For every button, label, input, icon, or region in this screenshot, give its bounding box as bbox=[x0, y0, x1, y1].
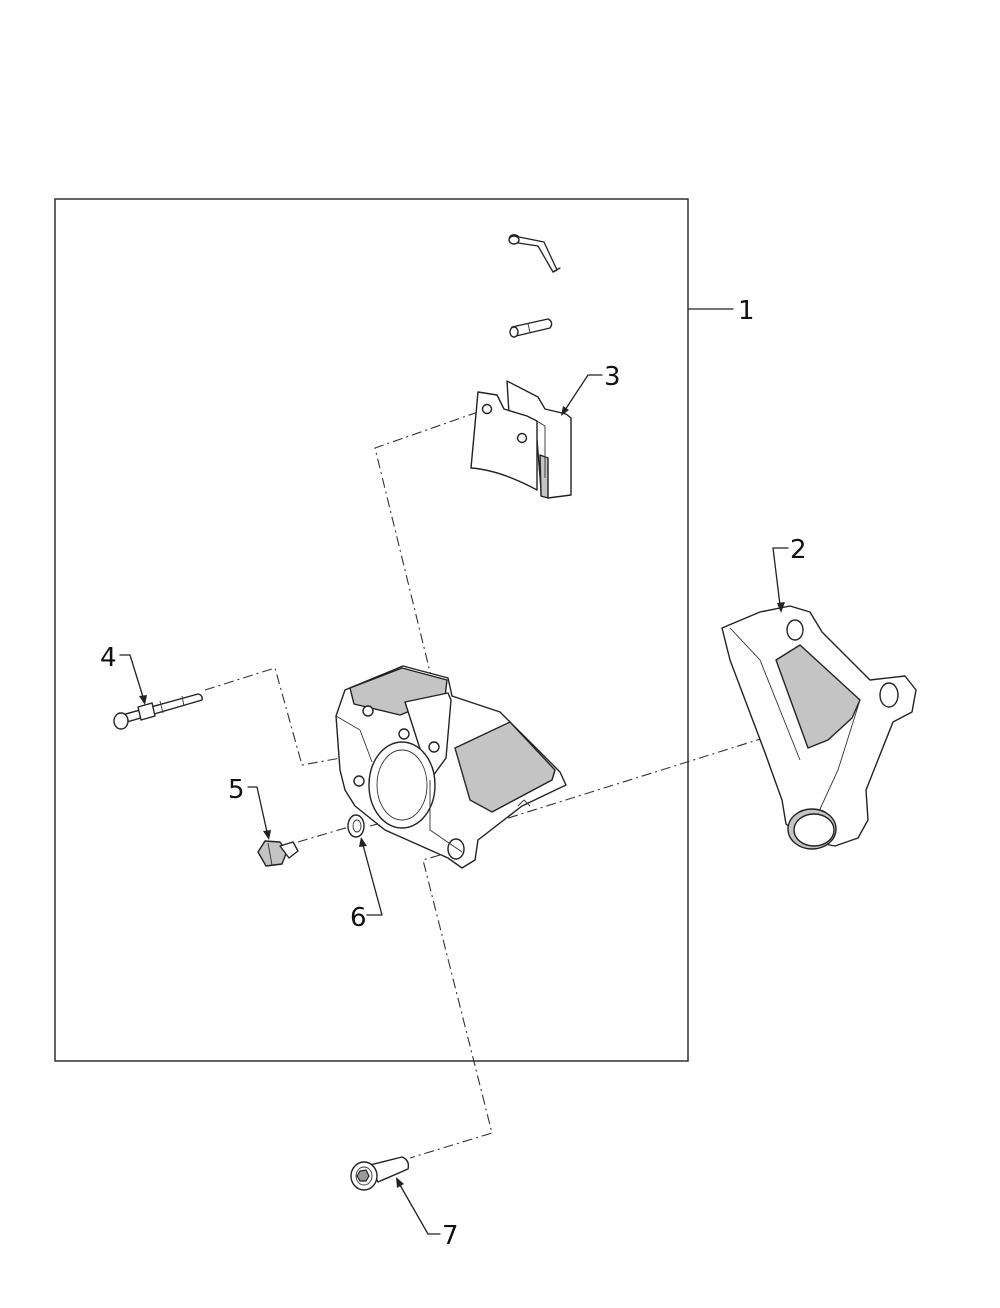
callout-2: 2 bbox=[790, 535, 807, 565]
callout-3: 3 bbox=[604, 362, 621, 392]
mounting-bolt bbox=[350, 1156, 410, 1191]
brake-pads bbox=[470, 380, 572, 499]
assembly-frame bbox=[54, 198, 689, 1062]
callout-7: 7 bbox=[442, 1221, 459, 1251]
caliper-bracket bbox=[721, 605, 917, 850]
callout-4: 4 bbox=[100, 643, 117, 673]
slide-pin bbox=[113, 693, 203, 730]
callout-1: 1 bbox=[738, 296, 755, 326]
pad-pin bbox=[509, 318, 553, 338]
caliper-body bbox=[335, 665, 567, 869]
pad-spring-clip bbox=[508, 234, 561, 273]
bleed-valve bbox=[257, 840, 299, 867]
callout-5: 5 bbox=[228, 775, 245, 805]
sealing-washer bbox=[347, 814, 365, 838]
callout-6: 6 bbox=[350, 903, 367, 933]
leader-lines bbox=[119, 308, 789, 1235]
